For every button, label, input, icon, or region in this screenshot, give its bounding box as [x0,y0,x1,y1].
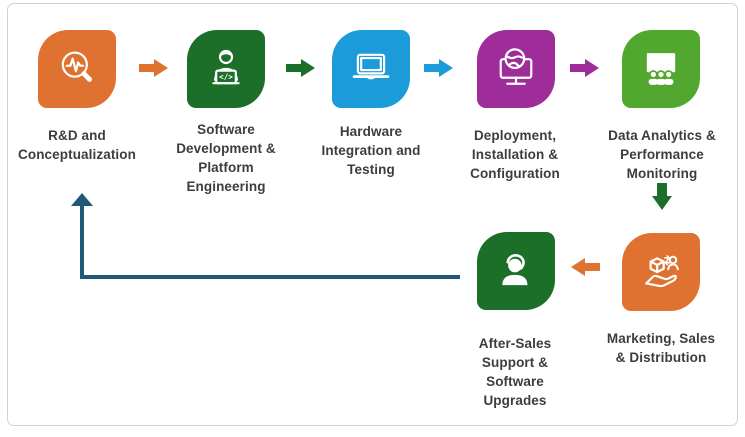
stage-blob-hardware-integration [332,30,410,108]
stage-blob-data-analytics [622,30,700,108]
feedback-arrowhead-up [71,193,93,206]
stage-blob-rnd [38,30,116,108]
stage-label-rnd: R&D and Conceptualization [18,128,136,162]
stage-label-data-analytics: Data Analytics & Performance Monitoring [608,128,716,181]
stage-label-hardware-integration: Hardware Integration and Testing [321,124,421,177]
arrow-left [571,258,600,276]
stage-blob-after-sales [477,232,555,310]
monitor-globe-icon [499,48,533,85]
developer-at-laptop-icon: </> [212,49,240,85]
arrow-right-1 [139,59,168,77]
hand-box-distribution-icon [645,255,679,288]
stage-label-software-development: Software Development & Platform Engineer… [176,122,276,194]
arrow-right-4 [570,59,599,77]
arrow-right-2 [286,59,315,77]
presentation-audience-icon [646,53,676,85]
stage-blob-deployment [477,30,555,108]
svg-text:</>: </> [219,73,233,82]
stage-label-deployment: Deployment, Installation & Configuration [470,128,560,181]
feedback-line-vertical [80,205,84,279]
stage-blob-marketing [622,233,700,311]
laptop-icon [352,53,390,80]
feedback-line-horizontal [80,275,460,279]
support-headset-person-icon [502,254,528,286]
stage-label-marketing: Marketing, Sales & Distribution [606,331,716,365]
arrow-right-3 [424,59,453,77]
stage-label-after-sales: After-Sales Support & Software Upgrades [478,336,552,408]
research-magnifier-pulse-icon [61,51,92,82]
stage-blob-software-development: </> [187,30,265,108]
arrow-down [652,183,672,210]
